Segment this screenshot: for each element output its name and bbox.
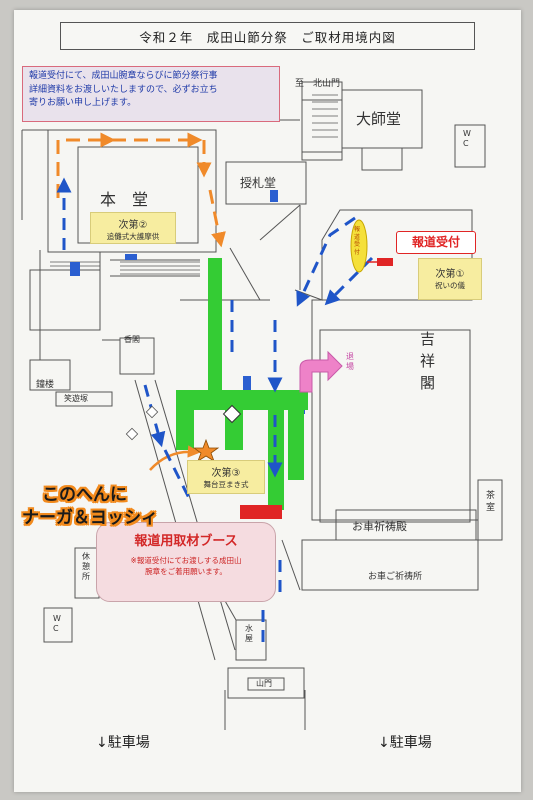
- juyodo-building: [225, 161, 307, 205]
- step3-title: 次第③: [211, 468, 241, 479]
- hondo-building: [47, 129, 217, 253]
- press-booth-marker: [240, 505, 282, 519]
- notice-box: 報道受付にて、成田山腕章ならびに節分祭行事 詳細資料をお渡しいたしますので、必ず…: [22, 66, 280, 122]
- label-chashitsu: 茶 室: [486, 491, 496, 513]
- label-juyodo: 授札堂: [240, 176, 277, 190]
- label-exit: 退 場: [346, 352, 354, 371]
- callout-line-2: ナーガ＆ヨッシィ: [22, 508, 158, 528]
- stage-area: [176, 258, 308, 510]
- exit-arrow-icon: [299, 350, 343, 393]
- label-suisha: 水 屋: [245, 624, 253, 643]
- label-shoro: 鐘楼: [36, 380, 55, 390]
- label-hondo: 本 堂: [100, 190, 149, 209]
- step3-sub: 舞台豆まき式: [203, 480, 249, 489]
- blue-route: [56, 177, 374, 650]
- callout-line-1: このへんに: [42, 485, 127, 505]
- koukaku-building: [119, 337, 155, 375]
- parking-left: ↓駐車場: [96, 735, 150, 751]
- step2-label: 次第② 追儺式大護摩供: [90, 212, 176, 244]
- label-shoyuzuka: 笑遊塚: [64, 394, 88, 403]
- location-star-icon: [192, 438, 220, 462]
- step2-title: 次第②: [118, 220, 148, 231]
- label-kichijokaku: 吉 祥 閣: [420, 330, 436, 392]
- press-booth-note-2: 腕章をご着用願います。: [145, 567, 227, 576]
- press-booth-title: 報道用取材ブース: [134, 534, 238, 549]
- label-koukaku: 香閣: [124, 335, 140, 344]
- shoyuzuka-building: [55, 391, 113, 407]
- step1-label: 次第① 祝いの儀: [418, 258, 482, 300]
- shoro-building: [29, 359, 71, 391]
- chashitsu-building: [477, 479, 503, 541]
- wc-left-building: [43, 607, 73, 643]
- orange-route: [56, 132, 226, 248]
- notice-line-3: 寄りお願い申し上げます。: [29, 98, 137, 108]
- label-kyukeijo: 休 憩 所: [82, 552, 90, 581]
- label-kuruma-kitoujo: お車ご祈祷所: [368, 572, 423, 582]
- stage-diamond: [222, 404, 242, 424]
- notice-line-1: 報道受付にて、成田山腕章ならびに節分祭行事: [29, 71, 218, 81]
- map-title: 令和２年 成田山節分祭 ご取材用境内図: [60, 22, 475, 50]
- step1-title: 次第①: [435, 269, 465, 280]
- label-wc-left: W C: [53, 614, 61, 633]
- press-booth-note-1: ※報道受付にてお渡しする成田山: [130, 556, 242, 565]
- step3-label: 次第③ 舞台豆まき式: [187, 460, 265, 494]
- label-press-marker: 報 道 受 付: [354, 226, 361, 256]
- suisha-building: [235, 619, 267, 661]
- label-sanmon: 山門: [256, 679, 272, 688]
- callout-arrow: [149, 445, 201, 471]
- press-reception-marker: [377, 258, 393, 266]
- building-outlines: [21, 81, 503, 730]
- sanmon-building: [227, 667, 305, 699]
- label-wc-right: W C: [463, 129, 471, 148]
- label-kitayamamon: 至 北山門: [295, 79, 341, 89]
- parking-right: ↓駐車場: [378, 735, 432, 751]
- press-booth-box: 報道用取材ブース ※報道受付にてお渡しする成田山 腕章をご着用願います。: [96, 522, 276, 602]
- label-kuruma-kitouden: お車祈祷殿: [352, 520, 407, 533]
- press-reception-label: 報道受付: [396, 231, 476, 254]
- wc-right-building: [454, 124, 486, 168]
- notice-line-2: 詳細資料をお渡しいたしますので、必ずお立ち: [29, 84, 218, 95]
- label-daishido: 大師堂: [356, 110, 402, 128]
- step2-sub: 追儺式大護摩供: [106, 232, 160, 241]
- step1-sub: 祝いの儀: [435, 281, 465, 290]
- kichijokaku-building: [319, 329, 471, 523]
- press-badge: [350, 219, 368, 273]
